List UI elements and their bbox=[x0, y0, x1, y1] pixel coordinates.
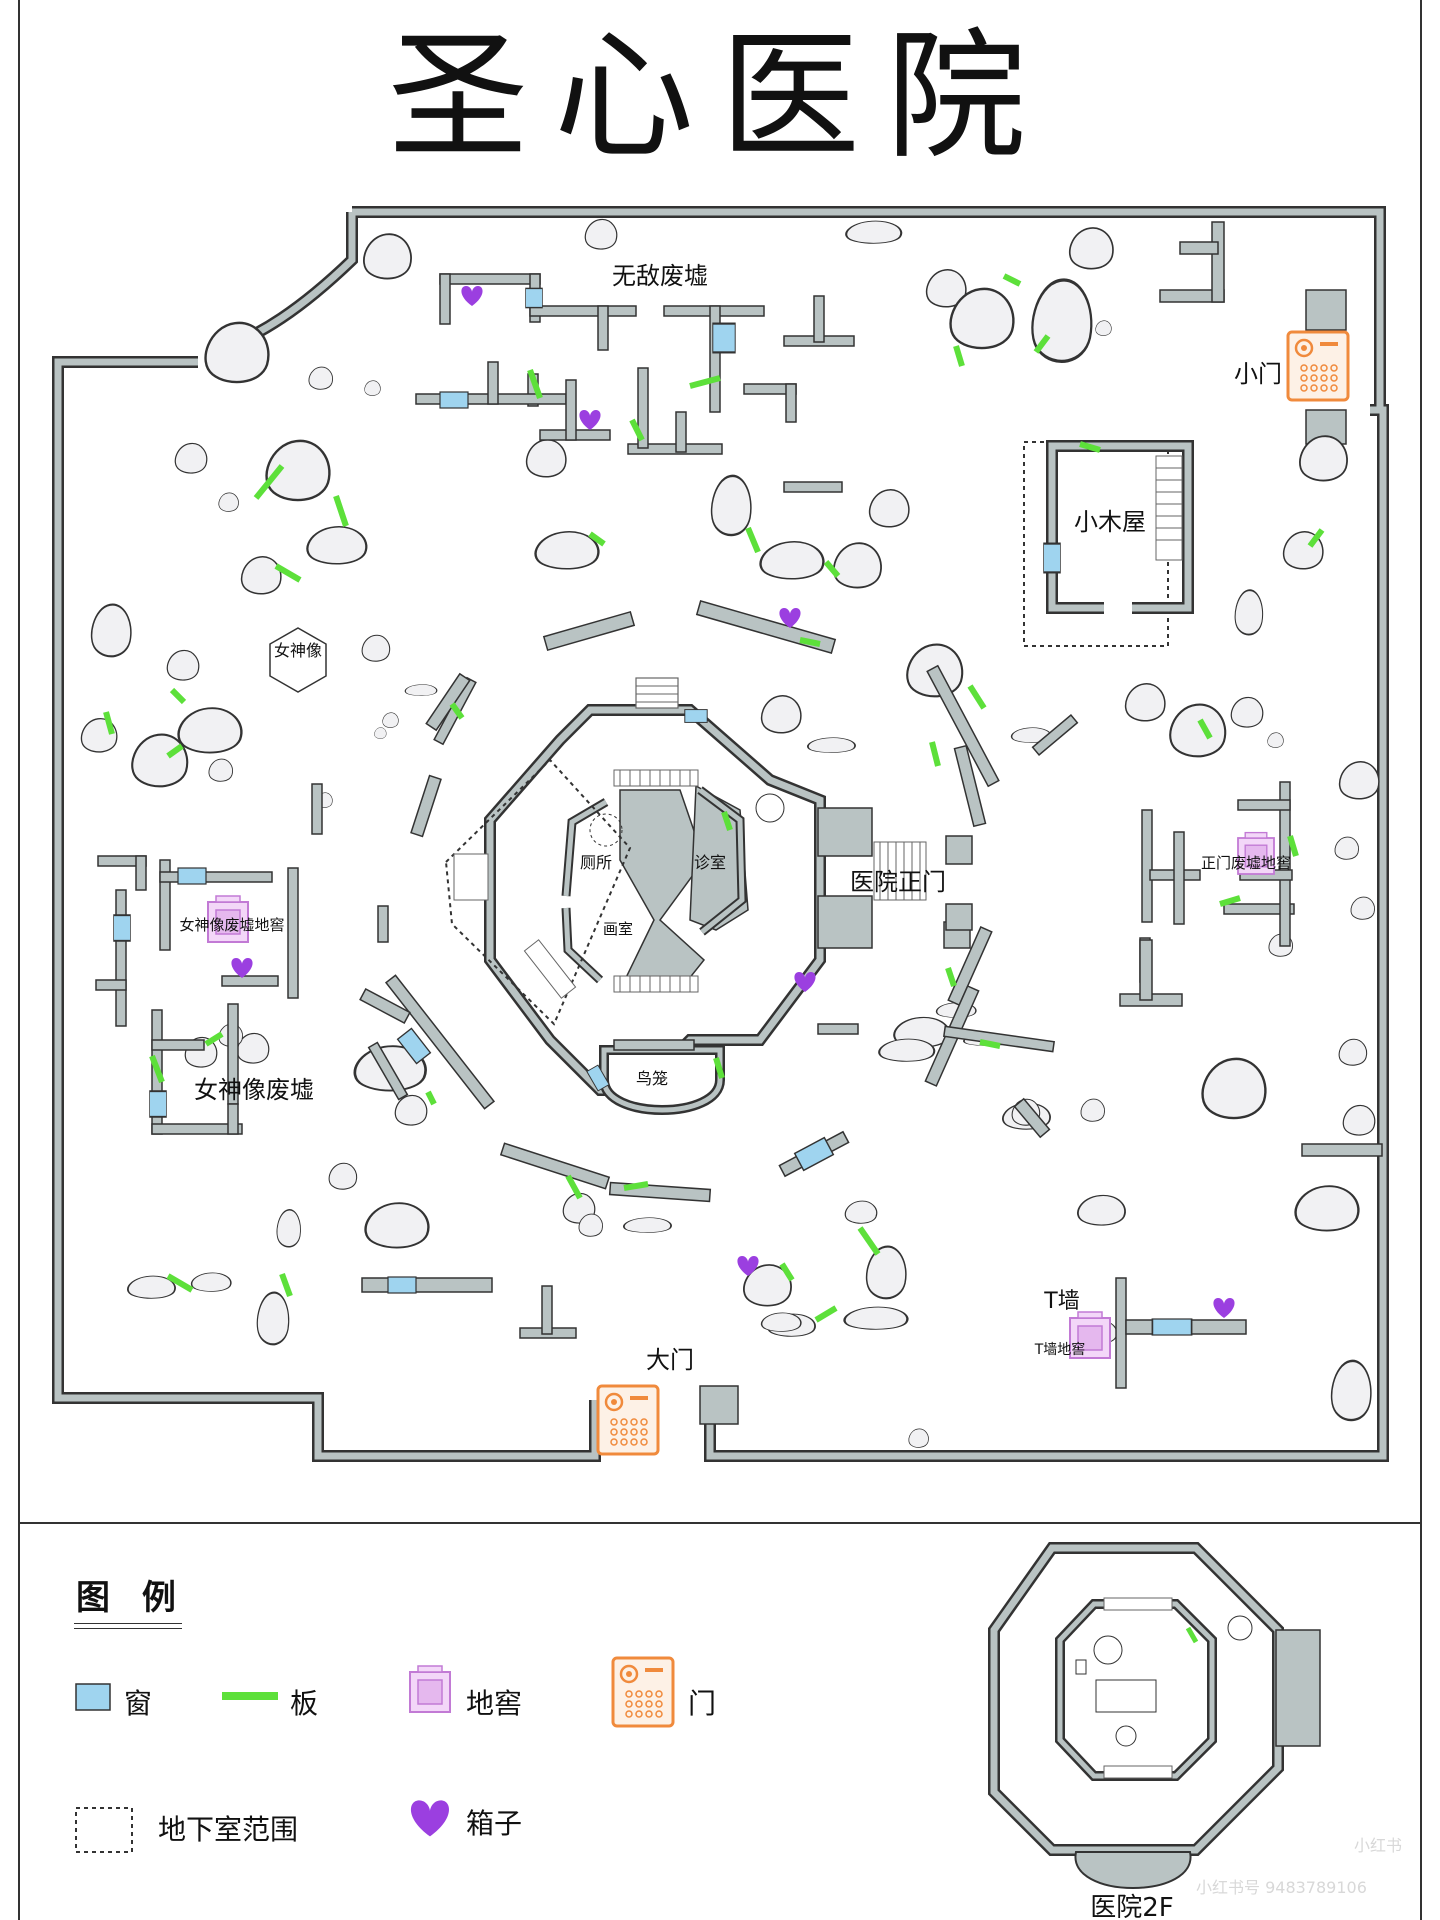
legend-basement-icon bbox=[75, 1807, 133, 1853]
inset-2f-map: 医院2F bbox=[988, 1542, 1321, 1920]
label-t-wall-cellar: T墙地窖 bbox=[1034, 1341, 1086, 1358]
map-title: 圣心医院 bbox=[387, 16, 1052, 179]
cabin bbox=[1023, 440, 1194, 647]
map-labels: 无敌废墟 小门 小木屋 女神像 厕所 诊室 画室 鸟笼 医院正门 正门废墟地窖 … bbox=[179, 262, 1291, 1374]
label-small-gate: 小门 bbox=[1234, 360, 1282, 388]
label-cabin: 小木屋 bbox=[1074, 508, 1146, 536]
label-main-gate-ruins-cellar: 正门废墟地窖 bbox=[1201, 854, 1291, 872]
label-big-gate: 大门 bbox=[646, 1346, 694, 1374]
label-clinic: 诊室 bbox=[694, 853, 726, 872]
legend-box-label: 箱子 bbox=[466, 1807, 523, 1840]
hospital bbox=[444, 677, 973, 1115]
goddess-statue bbox=[269, 627, 327, 693]
label-hospital-main-gate: 医院正门 bbox=[850, 868, 946, 896]
legend-window-icon bbox=[75, 1683, 111, 1711]
legend-board-label: 板 bbox=[290, 1687, 319, 1720]
legend-divider bbox=[18, 1522, 1422, 1524]
inset-caption: 医院2F bbox=[1090, 1893, 1174, 1920]
label-studio: 画室 bbox=[603, 920, 633, 938]
legend-box-icon bbox=[410, 1800, 450, 1837]
label-goddess-statue: 女神像 bbox=[274, 641, 322, 660]
boards bbox=[103, 273, 1325, 1323]
label-t-wall: T墙 bbox=[1043, 1289, 1079, 1314]
label-invincible-ruins: 无敌废墟 bbox=[612, 262, 708, 290]
legend-title: 图 例 bbox=[74, 1570, 186, 1629]
page-frame bbox=[18, 0, 1422, 1920]
legend-icons bbox=[75, 1656, 675, 1853]
legend-window-label: 窗 bbox=[124, 1687, 153, 1720]
watermark-id: 小红书号 9483789106 bbox=[1196, 1878, 1367, 1897]
legend-cellar-label: 地窖 bbox=[466, 1687, 523, 1720]
legend-door-label: 门 bbox=[688, 1687, 717, 1720]
label-toilet: 厕所 bbox=[580, 853, 612, 872]
legend-cellar-icon bbox=[409, 1665, 451, 1713]
label-goddess-ruins-cellar: 女神像废墟地窖 bbox=[179, 916, 284, 934]
legend-board-icon bbox=[222, 1692, 278, 1700]
legend-basement-label: 地下室范围 bbox=[158, 1813, 299, 1846]
legend-door-icon bbox=[611, 1656, 675, 1728]
label-goddess-ruins: 女神像废墟 bbox=[194, 1076, 314, 1104]
outer-wall-stubs bbox=[699, 221, 1383, 1425]
label-birdcage: 鸟笼 bbox=[636, 1069, 668, 1088]
watermark-brand: 小红书 bbox=[1354, 1836, 1403, 1855]
